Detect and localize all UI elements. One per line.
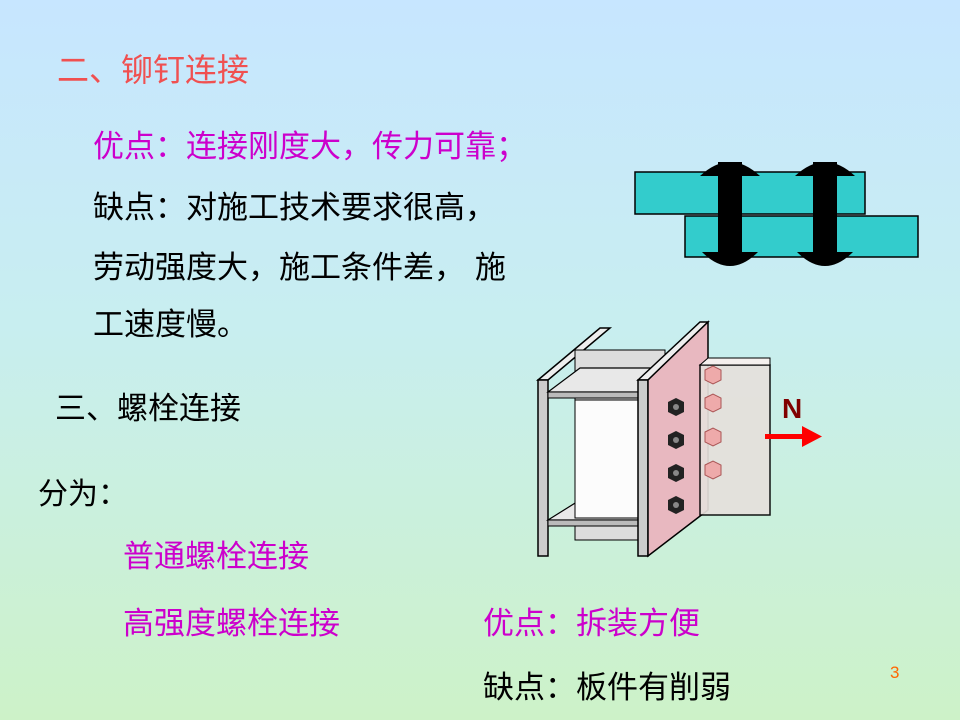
rivet-heading: 二、铆钉连接 [57,51,250,89]
bolt-icon [704,365,722,385]
rivet-pros: 优点：连接刚度大，传力可靠； [93,129,527,165]
bolt-icon [704,427,722,447]
bolt-icon [704,460,722,480]
bolt-cons: 缺点：板件有削弱 [483,670,731,706]
page-number: 3 [890,663,900,682]
bolt-icon [668,398,684,416]
rivet-cons-line-1: 缺点：对施工技术要求很高， [93,190,496,226]
rivet-icon [700,162,760,266]
bolt-divide-label: 分为： [38,477,128,512]
rivet-cons-line-2: 劳动强度大，施工条件差， 施 [93,250,506,286]
bolt-icon [668,431,684,449]
bolt-icon [668,496,684,514]
force-label: N [782,393,802,424]
rivet-joint-diagram [634,162,919,266]
rivet-icon [795,162,855,266]
bolted-connection-diagram: N [535,320,822,558]
bolt-pros: 优点：拆装方便 [483,606,700,642]
bolt-icon [668,464,684,482]
force-arrow-icon [765,426,822,447]
bolt-type-high-strength: 高强度螺栓连接 [123,606,340,642]
bolt-heading: 三、螺栓连接 [55,391,241,427]
bolt-type-ordinary: 普通螺栓连接 [123,539,309,575]
bolt-icon [704,393,722,413]
rivet-cons-line-3: 工速度慢。 [93,307,248,343]
